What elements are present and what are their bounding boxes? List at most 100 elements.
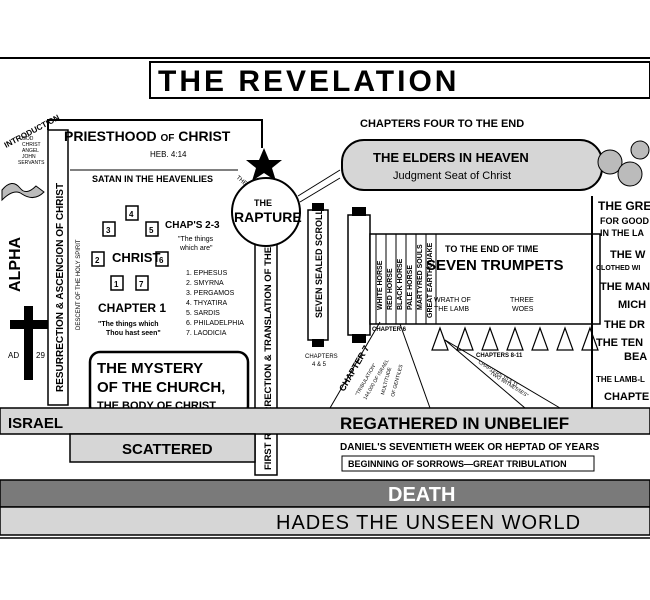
right-the-man: THE MAN <box>600 281 650 293</box>
elders-box <box>341 139 603 191</box>
church-7: 7. LAODICIA <box>186 330 227 337</box>
right-column: THE GREAT FOR GOOD IN THE LA THE W CLOTH… <box>596 199 650 403</box>
star-icon <box>246 148 282 181</box>
israel-label: ISRAEL <box>8 415 63 432</box>
right-chapte: CHAPTE <box>604 391 649 403</box>
seal-black-horse: BLACK HORSE <box>397 258 404 310</box>
descent-label: DESCENT OF THE HOLY SPIRIT <box>76 239 82 330</box>
things-are-2: which are" <box>179 245 213 252</box>
chart-title: THE REVELATION <box>158 65 459 98</box>
seal-dividers <box>375 234 437 324</box>
right-mich: MICH <box>618 299 646 311</box>
chaps-label: CHAP'S 2-3 <box>165 220 220 231</box>
crowns-icon <box>597 140 650 187</box>
woes-2: WOES <box>512 306 534 313</box>
daniel-label: DANIEL'S SEVENTIETH WEEK OR HEPTAD OF YE… <box>340 442 600 453</box>
chapter10-wedge <box>444 339 561 409</box>
first-resurrection-label: FIRST RESURRECTION & TRANSLATION OF THE … <box>263 209 274 470</box>
cross-icon <box>10 306 48 380</box>
seal-great-earthquake: GREAT EARTHQUAKE <box>427 242 434 318</box>
right-for-good: FOR GOOD <box>600 216 649 226</box>
things-seen-2: Thou hast seen" <box>106 330 161 337</box>
elders-title: THE ELDERS IN HEAVEN <box>373 150 529 165</box>
lamp-4: 4 <box>129 210 134 219</box>
priesthood-bracket <box>47 119 263 148</box>
church-list: 1. EPHESUS 2. SMYRNA 3. PERGAMOS 4. THYA… <box>186 270 244 337</box>
priesthood-ref: HEB. 4:14 <box>150 150 187 159</box>
chapter1-label: CHAPTER 1 <box>98 301 166 315</box>
church-4: 4. THYATIRA <box>186 300 228 307</box>
chapter6-label: CHAPTER 6 <box>372 327 407 333</box>
woes-1: THREE <box>510 297 534 304</box>
wrath-2: THE LAMB <box>434 306 469 313</box>
right-lamb: THE LAMB-L <box>596 375 645 384</box>
priesthood-title: PRIESTHOOD OF CHRIST <box>64 128 231 144</box>
christ-label: CHRIST <box>112 250 160 265</box>
scattered-band <box>69 433 256 463</box>
scattered-label: SCATTERED <box>122 441 213 458</box>
title-box <box>149 61 650 99</box>
things-are: "The things <box>178 236 214 243</box>
sealed-scroll-icon <box>307 203 329 347</box>
right-ten: THE TEN <box>596 337 643 349</box>
intro-god: GOD <box>22 136 34 142</box>
hades-band <box>0 506 650 536</box>
things-seen: "The things which <box>98 321 158 328</box>
intro-servants: SERVANTS <box>18 160 45 166</box>
right-in-the-la: IN THE LA <box>600 228 644 238</box>
seal-labels: WHITE HORSE RED HORSE BLACK HORSE PALE H… <box>377 242 434 318</box>
chapters-heading: CHAPTERS FOUR TO THE END <box>360 118 524 130</box>
chapters-45: CHAPTERS <box>305 354 338 360</box>
mystery-line-2: OF THE CHURCH, <box>97 379 225 396</box>
seal-red-horse: RED HORSE <box>387 268 394 310</box>
sorrows-box <box>341 455 595 472</box>
lamp-6: 6 <box>159 256 164 265</box>
intro-angel: ANGEL <box>22 148 39 154</box>
lamp-2: 2 <box>95 256 100 265</box>
chapters-45b: 4 & 5 <box>312 362 327 368</box>
sealed-scroll-label: SEVEN SEALED SCROLL <box>314 208 324 318</box>
chapter7-wedge <box>329 321 431 409</box>
two-witnesses: "TWO WITNESSES" <box>487 370 529 400</box>
church-6: 6. PHILADELPHIA <box>186 320 244 327</box>
intro-christ: CHRIST <box>22 142 41 148</box>
death-label: DEATH <box>388 484 455 506</box>
death-band <box>0 479 650 508</box>
trumpets-icon <box>431 326 599 351</box>
serpent-icon <box>1 183 45 202</box>
rapture-the: THE <box>254 198 272 208</box>
hades-label: HADES THE UNSEEN WORLD <box>276 512 581 534</box>
right-the-w: THE W <box>610 249 646 261</box>
lamp-5: 5 <box>149 226 154 235</box>
lamp-7: 7 <box>139 280 144 289</box>
church-5: 5. SARDIS <box>186 310 220 317</box>
sorrows-label: BEGINNING OF SORROWS—GREAT TRIBULATION <box>348 459 567 469</box>
end-of-time: TO THE END OF TIME <box>445 244 538 254</box>
regathered-label: REGATHERED IN UNBELIEF <box>340 414 569 433</box>
satan-label: SATAN IN THE HEAVENLIES <box>92 174 213 184</box>
ad-label: AD <box>8 351 19 360</box>
seven-trumpets: SEVEN TRUMPETS <box>426 257 564 274</box>
wrath-1: WRATH OF <box>434 297 471 304</box>
alpha-label: ALPHA <box>7 236 24 292</box>
year-label: 29 <box>36 351 45 360</box>
right-clothed: CLOTHED WI <box>596 265 640 272</box>
rapture-label: RAPTURE <box>234 209 302 225</box>
intro-john: JOHN <box>22 154 36 160</box>
lamp-numbers: 3 4 5 2 6 1 7 <box>95 210 164 289</box>
resurrection-column <box>47 129 69 406</box>
lamp-3: 3 <box>106 226 111 235</box>
mystery-line-1: THE MYSTERY <box>97 360 203 377</box>
lamp-1: 1 <box>114 280 119 289</box>
right-the-dr: THE DR <box>604 319 645 331</box>
church-2: 2. SMYRNA <box>186 280 224 287</box>
right-great: THE GREAT <box>598 199 650 213</box>
intro-lines: GOD CHRIST ANGEL JOHN SERVANTS <box>18 136 45 166</box>
elders-subtitle: Judgment Seat of Christ <box>393 170 511 182</box>
trumpet-scroll <box>347 207 601 343</box>
right-bea: BEA <box>624 351 647 363</box>
chapters-811: CHAPTERS 8-11 <box>476 353 523 359</box>
rapture-arrow-a <box>297 169 341 197</box>
seal-pale-horse: PALE HORSE <box>407 265 414 310</box>
